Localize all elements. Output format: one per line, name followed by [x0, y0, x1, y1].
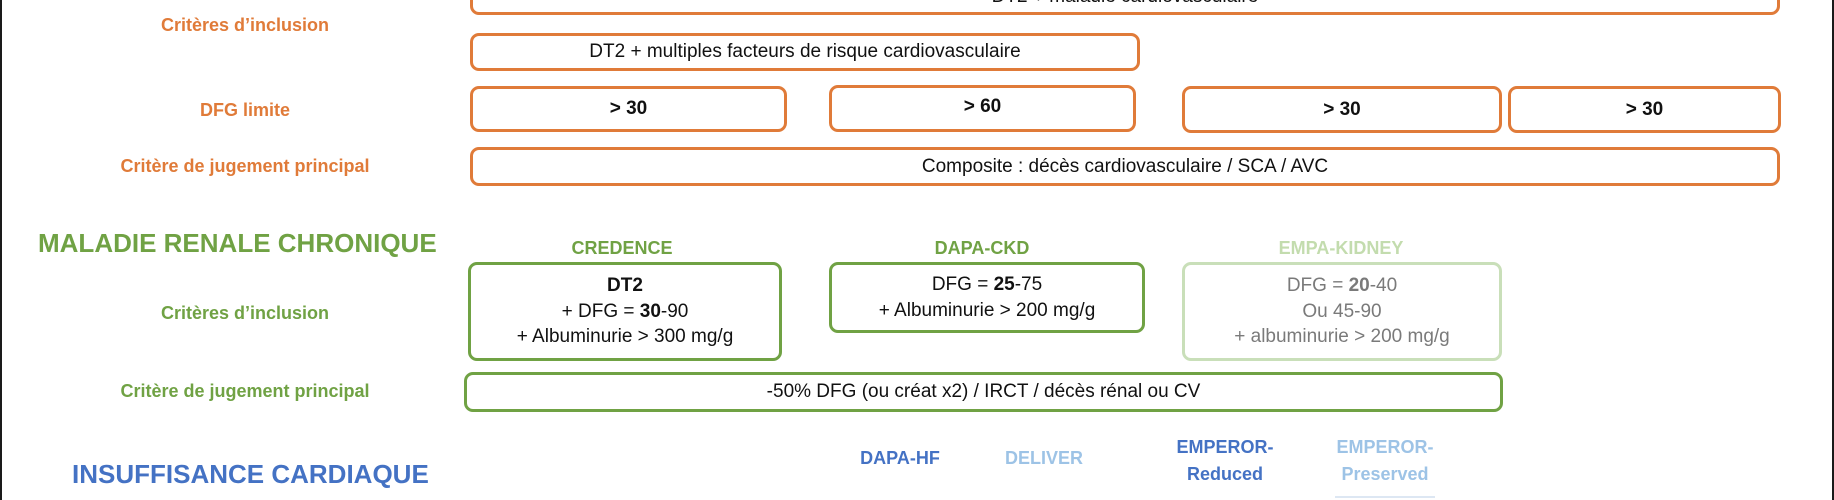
- emperor-reduced-line-2: Reduced: [1186, 464, 1264, 484]
- ckd-endpoint-label: Critère de jugement principal: [120, 381, 370, 401]
- frame-left-border: [0, 0, 2, 500]
- cv-multi-risk-text: DT2 + multiples facteurs de risque cardi…: [589, 41, 1021, 63]
- ckd-trial-credence: CREDENCE: [571, 238, 673, 258]
- cv-dfg-value-3: > 30: [1323, 98, 1361, 120]
- ckd-empa-kidney-box: DFG = 20-40 Ou 45-90 + albuminurie > 200…: [1182, 262, 1502, 361]
- cv-dfg-value-1: > 30: [609, 98, 648, 120]
- cv-dfg-box-1: > 30: [470, 86, 787, 132]
- ckd-dapa-ckd-box: DFG = 25-75 + Albuminurie > 200 mg/g: [829, 262, 1145, 333]
- cv-endpoint-label: Critère de jugement principal: [120, 156, 370, 176]
- ckd-trial-empa-kidney: EMPA-KIDNEY: [1278, 238, 1404, 258]
- cv-inclusion-label: Critères d’inclusion: [160, 15, 330, 35]
- ckd-endpoint-text: -50% DFG (ou créat x2) / IRCT / décès ré…: [766, 381, 1201, 403]
- cv-top-box: DT2 + maladie cardiovasculaire: [470, 0, 1780, 15]
- hf-trial-emperor-reduced: EMPEROR- Reduced: [1165, 434, 1285, 488]
- cv-dfg-box-3: > 30: [1182, 86, 1502, 133]
- empa-kidney-line-2: Ou 45-90: [1302, 300, 1382, 322]
- ckd-trial-dapa-ckd: DAPA-CKD: [934, 238, 1030, 258]
- credence-line-1: DT2: [607, 275, 643, 297]
- cv-dfg-value-2: > 60: [963, 96, 1002, 117]
- dapa-ckd-line-1: DFG = 25-75: [931, 273, 1043, 295]
- ckd-endpoint-box: -50% DFG (ou créat x2) / IRCT / décès ré…: [464, 372, 1503, 412]
- ckd-credence-box: DT2 + DFG = 30-90 + Albuminurie > 300 mg…: [468, 262, 782, 361]
- emperor-preserved-line-2: Preserved: [1341, 464, 1429, 484]
- hf-trial-emperor-preserved: EMPEROR- Preserved: [1325, 434, 1445, 488]
- cv-endpoint-text: Composite : décès cardiovasculaire / SCA…: [921, 155, 1329, 177]
- emperor-reduced-line-1: EMPEROR-: [1176, 437, 1274, 457]
- ckd-section-title: MALADIE RENALE CHRONIQUE: [38, 228, 437, 258]
- hf-trial-dapa-hf: DAPA-HF: [860, 448, 940, 468]
- empa-kidney-line-3: + albuminurie > 200 mg/g: [1234, 326, 1450, 348]
- credence-line-3: + Albuminurie > 300 mg/g: [516, 326, 734, 348]
- ckd-inclusion-label: Critères d’inclusion: [160, 303, 330, 323]
- emperor-preserved-underline: [1335, 496, 1435, 498]
- cv-dfg-value-4: > 30: [1625, 98, 1664, 120]
- hf-section-title: INSUFFISANCE CARDIAQUE: [72, 459, 429, 489]
- hf-trial-deliver: DELIVER: [1004, 448, 1083, 468]
- cv-dfg-box-2: > 60: [829, 85, 1136, 132]
- empa-kidney-line-1: DFG = 20-40: [1286, 275, 1398, 297]
- frame-right-border: [1832, 0, 1834, 500]
- cv-multi-risk-box: DT2 + multiples facteurs de risque cardi…: [470, 33, 1140, 71]
- cv-dfg-box-4: > 30: [1508, 86, 1781, 133]
- cv-endpoint-box: Composite : décès cardiovasculaire / SCA…: [470, 147, 1780, 186]
- cv-top-box-text: DT2 + maladie cardiovasculaire: [992, 0, 1259, 10]
- cv-dfg-label: DFG limite: [199, 100, 290, 120]
- emperor-preserved-line-1: EMPEROR-: [1336, 437, 1434, 457]
- dapa-ckd-line-2: + Albuminurie > 200 mg/g: [878, 299, 1096, 321]
- credence-line-2: + DFG = 30-90: [561, 300, 689, 322]
